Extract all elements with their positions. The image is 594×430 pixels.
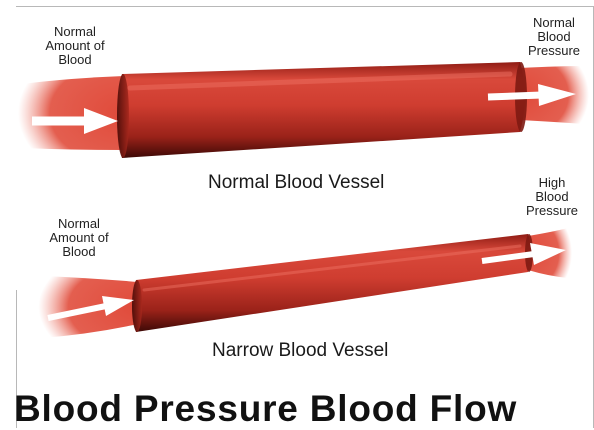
normal-vessel-diagram <box>18 62 589 158</box>
vessel-inlet-rim-narrow <box>132 280 142 332</box>
narrow-vessel-caption: Narrow Blood Vessel <box>212 340 388 362</box>
normal-amount-label-line1: Normal <box>34 25 116 39</box>
high-pressure-label-line1: High <box>512 176 592 190</box>
normal-pressure-label: Normal Blood Pressure <box>516 16 592 58</box>
normal-amount-label-line3: Blood <box>34 53 116 67</box>
high-pressure-label-line3: Pressure <box>512 204 592 218</box>
high-pressure-label-line2: Blood <box>512 190 592 204</box>
normal-amount-label-line2: Amount of <box>34 39 116 53</box>
inflow-stream <box>18 76 124 150</box>
narrow-amount-label-line1: Normal <box>38 217 120 231</box>
narrow-amount-label-line2: Amount of <box>38 231 120 245</box>
normal-pressure-label-line2: Blood <box>516 30 592 44</box>
narrow-amount-label-line3: Blood <box>38 245 120 259</box>
normal-pressure-label-line3: Pressure <box>516 44 592 58</box>
normal-pressure-label-line1: Normal <box>516 16 592 30</box>
normal-vessel-caption: Normal Blood Vessel <box>208 172 384 194</box>
main-title: Blood Pressure Blood Flow <box>14 388 517 430</box>
normal-amount-label: Normal Amount of Blood <box>34 25 116 67</box>
narrow-amount-label: Normal Amount of Blood <box>38 217 120 259</box>
high-pressure-label: High Blood Pressure <box>512 176 592 218</box>
vessel-inlet-rim <box>117 74 129 158</box>
